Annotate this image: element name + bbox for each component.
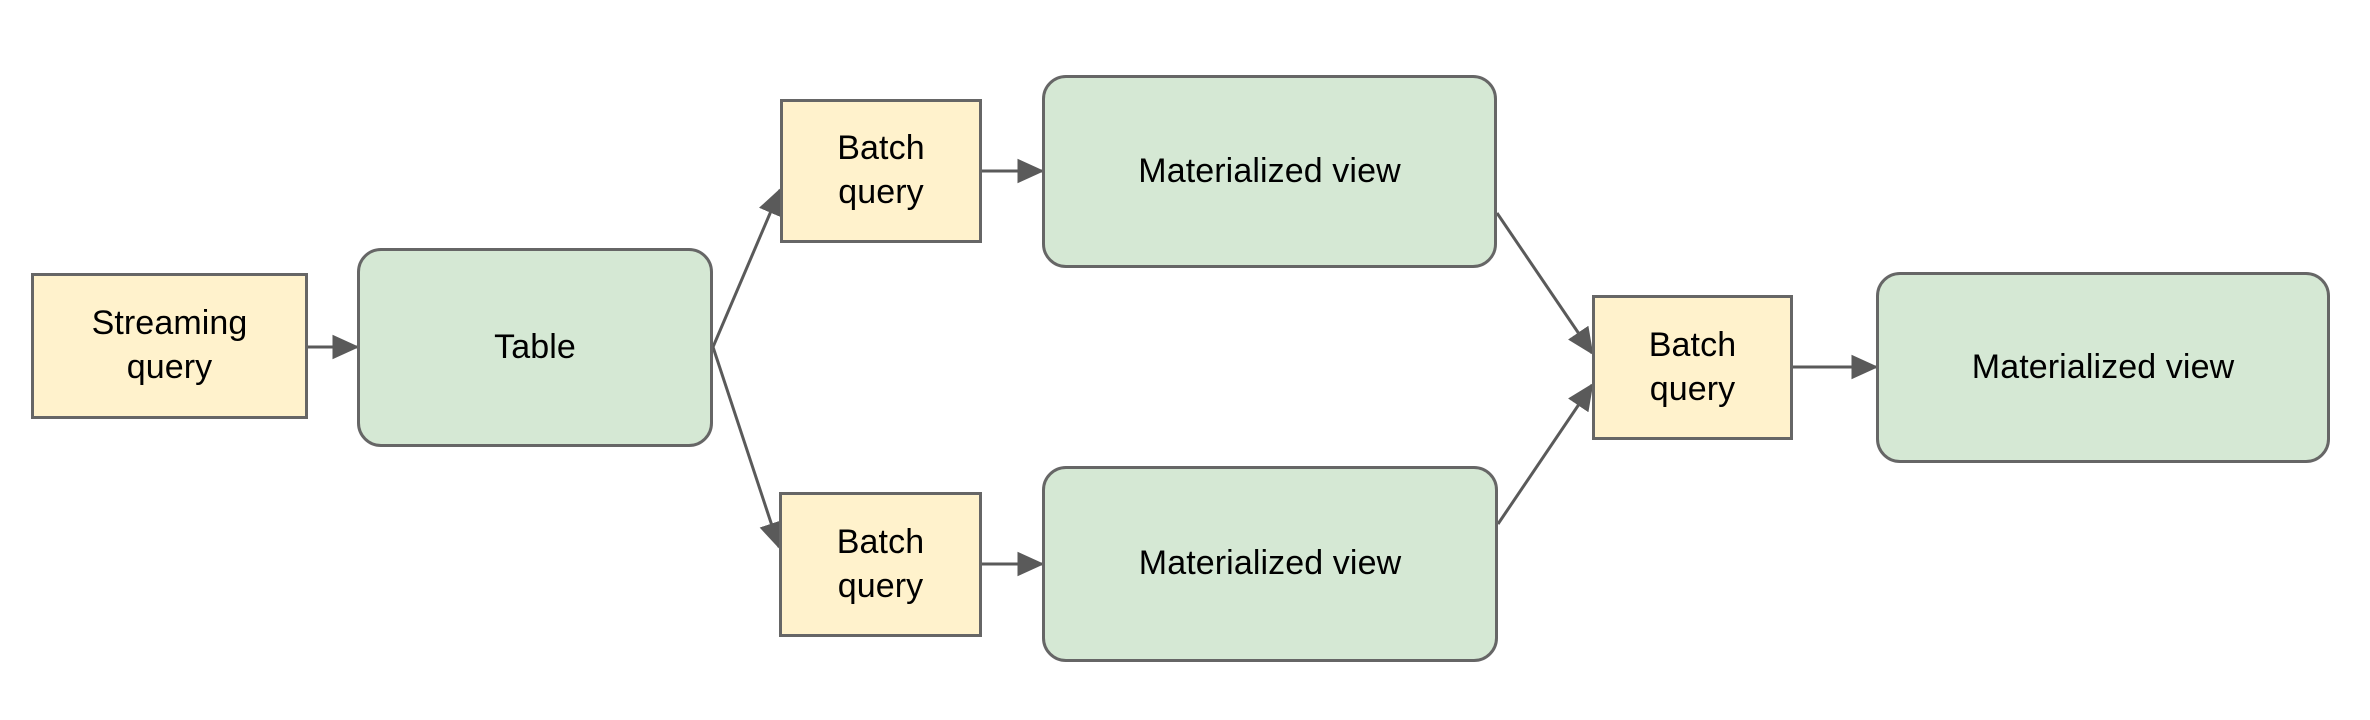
node-label-materialized-view-top: Materialized view	[1138, 151, 1401, 190]
edge-table-to-batch-query-bottom	[711, 346, 783, 550]
node-materialized-view-bottom[interactable]: Materialized view	[1042, 466, 1498, 662]
edge-materialized-view-top-to-batch-query-middle	[1495, 212, 1594, 355]
node-materialized-view-right[interactable]: Materialized view	[1876, 272, 2330, 463]
node-label-materialized-view-right: Materialized view	[1971, 347, 2235, 386]
node-batch-query-top[interactable]: Batch query	[780, 99, 982, 243]
node-label-batch-query-top: Batch query	[837, 129, 925, 211]
node-label-materialized-view-bottom: Materialized view	[1138, 544, 1402, 583]
node-streaming-query[interactable]: Streaming query	[31, 273, 308, 419]
edge-materialized-view-bottom-to-batch-query-middle	[1496, 383, 1594, 525]
node-table[interactable]: Table	[357, 248, 713, 447]
node-label-streaming-query: Streaming query	[91, 304, 248, 386]
edge-table-to-batch-query-top	[711, 187, 782, 348]
node-batch-query-middle[interactable]: Batch query	[1592, 295, 1793, 440]
node-batch-query-bottom[interactable]: Batch query	[779, 492, 982, 637]
node-label-batch-query-middle: Batch query	[1648, 325, 1737, 408]
node-label-table: Table	[494, 327, 576, 366]
node-materialized-view-top[interactable]: Materialized view	[1042, 75, 1497, 268]
node-label-batch-query-bottom: Batch query	[836, 522, 925, 605]
